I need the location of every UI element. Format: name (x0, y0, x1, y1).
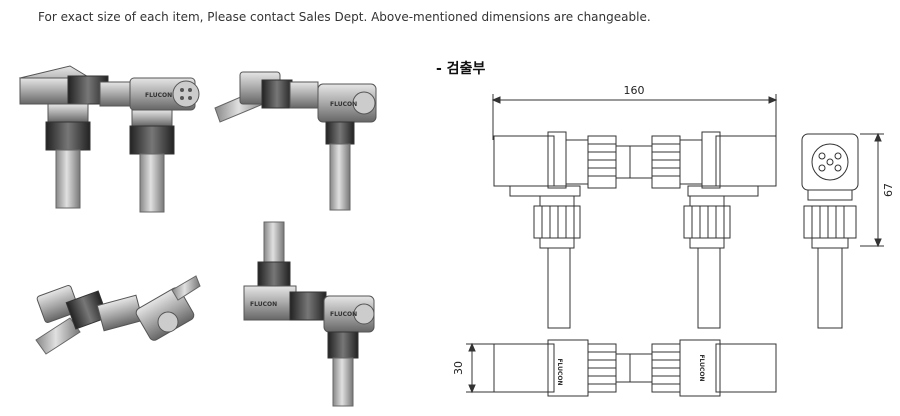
brand-label-top-right: FLUCON (698, 354, 705, 381)
front-view (493, 131, 777, 329)
svg-text:FLUCON: FLUCON (330, 101, 357, 108)
product-photos: FLUCON FLUCON FLUCON FL (18, 65, 377, 407)
connector-photo-2: FLUCON (214, 71, 377, 211)
connector-photo-1: FLUCON (18, 65, 200, 213)
connector-photo-4: FLUCON FLUCON (243, 221, 375, 407)
dimension-height-label: 67 (882, 183, 895, 197)
dimension-width-label: 160 (624, 84, 645, 97)
brand-label-top-left: FLUCON (556, 358, 563, 385)
svg-text:FLUCON: FLUCON (330, 311, 357, 318)
dimension-depth-label: 30 (452, 361, 465, 375)
top-view (466, 339, 777, 397)
dimension-notice: For exact size of each item, Please cont… (38, 10, 651, 24)
svg-text:FLUCON: FLUCON (250, 301, 277, 308)
section-title: - 검출부 (436, 61, 486, 77)
side-view (801, 132, 884, 329)
connector-photo-3 (35, 275, 201, 355)
brand-label: FLUCON (145, 92, 172, 99)
